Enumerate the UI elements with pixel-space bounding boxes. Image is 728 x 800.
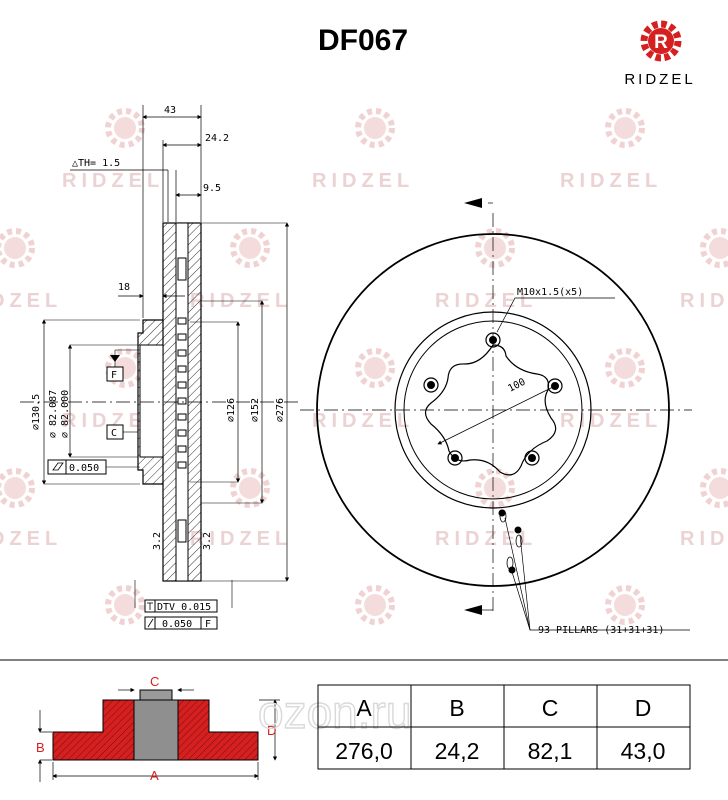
label-c: C: [150, 674, 159, 689]
dim-24-2: 24.2: [205, 133, 229, 144]
ozon-watermark: ozon.ru: [258, 686, 411, 738]
watermark-text: RIDZEL: [0, 290, 62, 312]
watermark-text: RIDZEL: [435, 290, 537, 312]
watermark-layer: RIDZEL RIDZEL RIDZEL RIDZEL RIDZEL RIDZE…: [0, 111, 728, 622]
dim-18: 18: [118, 282, 130, 293]
watermark-text: RIDZEL: [190, 528, 292, 550]
surface-mark-right: 3.2: [202, 532, 213, 550]
watermark-text: RIDZEL: [312, 170, 414, 192]
watermark-text: RIDZEL: [62, 410, 164, 432]
surface-mark-left: 3.2: [152, 532, 163, 550]
dim-9-5: 9.5: [203, 183, 221, 194]
brand-logo: R RIDZEL: [624, 20, 695, 88]
brand-name: RIDZEL: [624, 71, 695, 88]
watermark-text: RIDZEL: [680, 290, 728, 312]
runout-value: 0.050: [162, 619, 192, 630]
dimension-diagram: B C D A: [36, 674, 280, 783]
watermark-text: RIDZEL: [560, 170, 662, 192]
pillars-label: 93 PILLARS (31+31+31): [538, 625, 664, 636]
table-value-c: 82,1: [528, 738, 573, 764]
table-value-d: 43,0: [621, 738, 666, 764]
flatness-value: 0.050: [69, 463, 99, 474]
label-b: B: [36, 740, 45, 755]
dia-130-5: ⌀130.5: [31, 394, 42, 430]
table-header-a: A: [356, 695, 372, 721]
dia-152: ⌀152: [250, 398, 261, 422]
table-value-a: 276,0: [335, 738, 393, 764]
watermark-text: RIDZEL: [312, 410, 414, 432]
table-header-c: C: [542, 695, 559, 721]
watermark-text: RIDZEL: [0, 528, 62, 550]
logo-letter: R: [654, 32, 668, 53]
watermark-text: RIDZEL: [680, 528, 728, 550]
runout-ref: F: [205, 619, 211, 630]
dia-82-000: ⌀ 82.000: [60, 390, 71, 438]
label-a: A: [150, 768, 159, 783]
label-d: D: [267, 723, 276, 738]
dia-276: ⌀276: [275, 398, 286, 422]
watermark-text: RIDZEL: [560, 410, 662, 432]
datum-f: F: [111, 370, 117, 381]
bolt-thread-label: M10x1.5(x5): [517, 287, 583, 298]
gear-icon: R: [640, 20, 682, 62]
table-header-b: B: [449, 695, 464, 721]
dtv-value: DTV 0.015: [157, 602, 211, 613]
watermark-text: RIDZEL: [62, 170, 164, 192]
vent-slots: [177, 257, 187, 543]
table-value-b: 24,2: [435, 738, 480, 764]
dim-43: 43: [164, 105, 176, 116]
pcd-label: 100: [506, 377, 527, 395]
watermark-text: RIDZEL: [435, 528, 537, 550]
face-view: [300, 198, 692, 631]
datum-c: C: [111, 428, 117, 439]
section-labels: 43 24.2 △TH= 1.5 9.5 18 ⌀130.5 ⌀ 82.087 …: [31, 105, 286, 630]
dim-th: △TH= 1.5: [72, 158, 120, 169]
spec-table: A B C D 276,0 24,2 82,1 43,0: [317, 684, 691, 770]
dia-126: ⌀126: [226, 398, 237, 422]
part-number-title: DF067: [318, 24, 408, 57]
table-header-d: D: [635, 695, 652, 721]
cross-section-view: [20, 105, 300, 630]
dia-82-087: ⌀ 82.087: [48, 390, 59, 438]
